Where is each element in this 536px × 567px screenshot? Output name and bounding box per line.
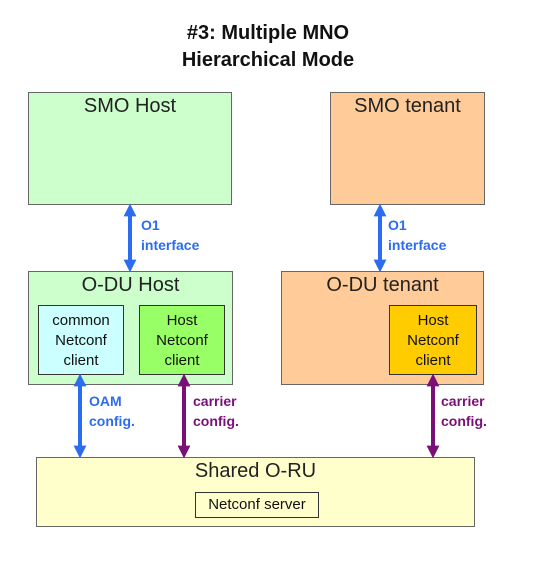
shared-oru-label: Shared O-RU [194,460,317,482]
tenant-client-line2: Netconf [407,332,459,349]
smo-host-label: SMO Host [83,95,177,117]
carrier-left-label-line2: config. [193,413,239,429]
oam-label-line2: config. [89,413,135,429]
oam-label-line1: OAM [89,393,122,409]
carrier-right-label-line2: config. [441,413,487,429]
host-netconf-client: Host Netconf client [139,305,225,375]
smo-host-box: SMO Host [28,92,232,205]
o1-left-label-line2: interface [141,237,200,253]
o1-right-label-line2: interface [388,237,447,253]
o1-right-label-line1: O1 [388,217,407,233]
o1-left-label-line1: O1 [141,217,160,233]
common-client-line3: client [63,352,99,369]
smo-tenant-label: SMO tenant [354,95,461,117]
tenant-host-netconf-client: Host Netconf client [389,305,477,375]
diagram-title-line2: Hierarchical Mode [181,49,355,71]
host-client-line3: client [164,352,200,369]
odu-tenant-box: O-DU tenant Host Netconf client [281,271,484,385]
common-client-line1: common [52,312,110,329]
netconf-server: Netconf server [195,492,319,518]
odu-tenant-label: O-DU tenant [326,274,439,296]
tenant-client-line1: Host [417,312,449,329]
common-client-line2: Netconf [55,332,107,349]
carrier-right-label-line1: carrier [441,393,485,409]
host-client-line2: Netconf [156,332,208,349]
smo-tenant-box: SMO tenant [330,92,485,205]
diagram-title-line1: #3: Multiple MNO [186,22,350,44]
common-netconf-client: common Netconf client [38,305,124,375]
shared-oru-box: Shared O-RU Netconf server [36,457,475,527]
carrier-left-label-line1: carrier [193,393,237,409]
odu-host-box: O-DU Host common Netconf client Host Net… [28,271,233,385]
host-client-line1: Host [166,312,198,329]
tenant-client-line3: client [415,352,451,369]
odu-host-label: O-DU Host [81,274,180,296]
